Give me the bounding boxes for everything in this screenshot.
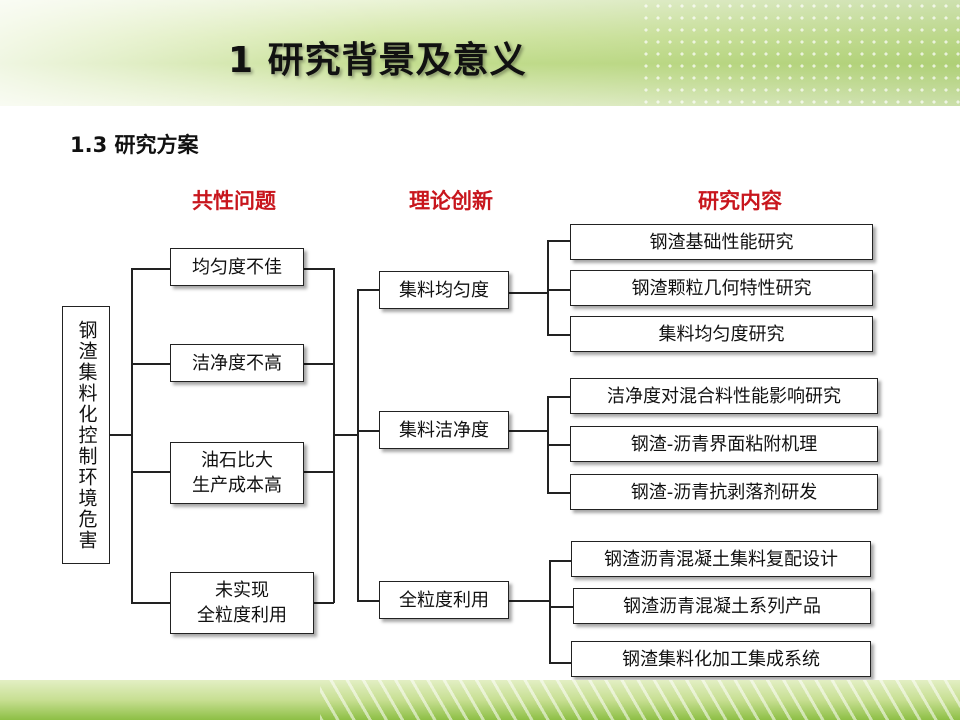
header-decoration	[640, 0, 960, 106]
research-content-node: 钢渣颗粒几何特性研究	[570, 270, 873, 306]
issue-node: 均匀度不佳	[170, 248, 304, 286]
column-heading-common-issues: 共性问题	[192, 189, 276, 213]
issue-node: 未实现 全粒度利用	[170, 572, 314, 634]
research-content-node: 钢渣-沥青界面粘附机理	[570, 426, 878, 462]
research-content-node: 钢渣-沥青抗剥落剂研发	[570, 474, 878, 510]
column-heading-theory-innovation: 理论创新	[409, 189, 493, 213]
issue-node: 油石比大 生产成本高	[170, 442, 304, 504]
research-content-node: 钢渣集料化加工集成系统	[571, 641, 871, 677]
research-content-node: 洁净度对混合料性能影响研究	[570, 378, 878, 414]
research-content-label: 钢渣-沥青界面粘附机理	[630, 433, 818, 455]
research-content-label: 钢渣基础性能研究	[649, 231, 794, 253]
issue-label: 洁净度不高	[192, 352, 282, 374]
innovation-label: 集料均匀度	[399, 279, 489, 301]
innovation-node: 集料均匀度	[379, 271, 509, 309]
research-content-label: 钢渣-沥青抗剥落剂研发	[630, 481, 818, 503]
research-content-node: 钢渣沥青混凝土集料复配设计	[571, 541, 871, 577]
research-content-label: 钢渣沥青混凝土集料复配设计	[604, 548, 838, 570]
research-content-node: 集料均匀度研究	[570, 316, 873, 352]
root-node-label: 钢渣集料化控制环境危害	[75, 319, 98, 551]
footer-band	[0, 680, 960, 720]
slide-title: 1 研究背景及意义	[228, 40, 527, 81]
column-heading-research-content: 研究内容	[698, 189, 782, 213]
research-content-label: 钢渣颗粒几何特性研究	[631, 277, 812, 299]
research-content-label: 集料均匀度研究	[658, 323, 785, 345]
innovation-node: 集料洁净度	[379, 411, 509, 449]
issue-node: 洁净度不高	[170, 344, 304, 382]
research-content-label: 钢渣集料化加工集成系统	[622, 648, 820, 670]
research-content-label: 洁净度对混合料性能影响研究	[607, 385, 841, 407]
root-node: 钢渣集料化控制环境危害	[62, 306, 110, 564]
innovation-node: 全粒度利用	[379, 581, 509, 619]
header-band	[0, 0, 960, 106]
innovation-label: 全粒度利用	[399, 589, 489, 611]
research-content-label: 钢渣沥青混凝土系列产品	[623, 595, 821, 617]
research-content-node: 钢渣基础性能研究	[570, 224, 873, 260]
issue-label: 未实现 全粒度利用	[197, 580, 287, 626]
issue-label: 均匀度不佳	[192, 256, 282, 278]
research-content-node: 钢渣沥青混凝土系列产品	[573, 588, 871, 624]
section-title: 1.3 研究方案	[70, 133, 199, 157]
issue-label: 油石比大 生产成本高	[192, 450, 282, 496]
innovation-label: 集料洁净度	[399, 419, 489, 441]
